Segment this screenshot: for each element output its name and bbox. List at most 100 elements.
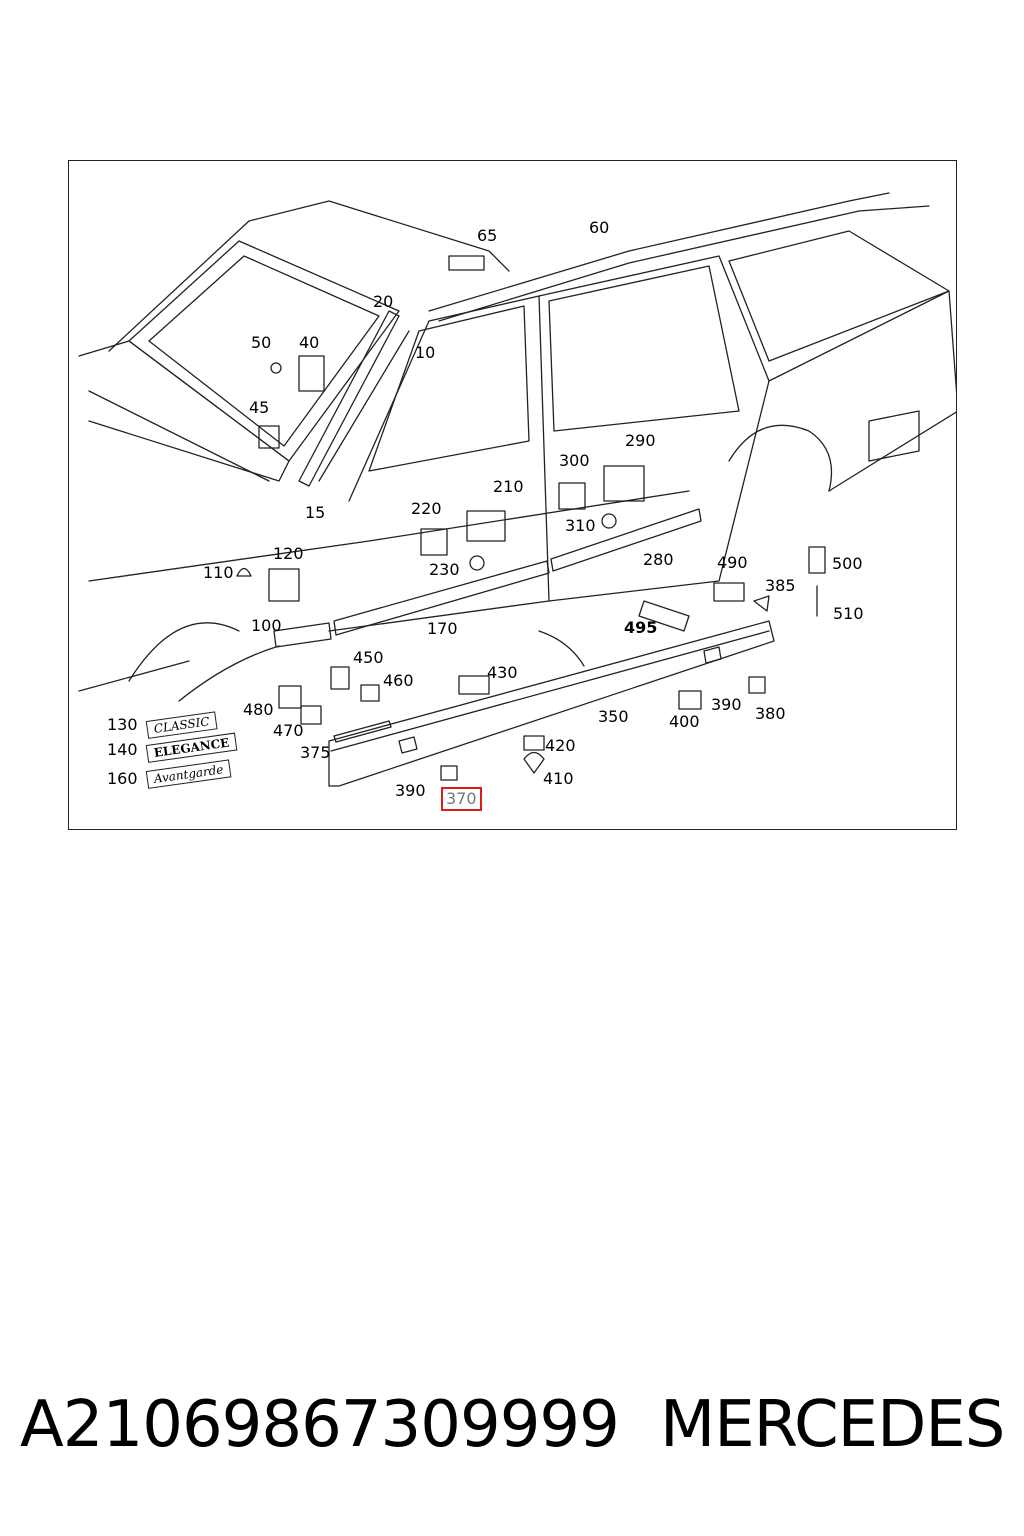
clip-430 xyxy=(458,675,490,695)
callout-label: 280 xyxy=(643,550,674,569)
front-door-window xyxy=(368,305,530,472)
clip-490 xyxy=(713,582,745,602)
clip-120 xyxy=(268,568,300,602)
callout-label: 230 xyxy=(429,560,460,579)
clip-220 xyxy=(420,528,448,556)
part-number: A21069867309999 xyxy=(20,1388,620,1462)
windshield-inner xyxy=(148,255,380,447)
clip-65 xyxy=(448,255,485,271)
moulding-170 xyxy=(333,560,550,636)
callout-label: 20 xyxy=(373,292,394,311)
callout-label: 160 xyxy=(107,769,138,788)
car-side-illustration xyxy=(78,192,956,787)
callout-label: 490 xyxy=(717,553,748,572)
arrow-100 xyxy=(178,645,280,702)
clip-385 xyxy=(753,595,770,612)
screw-230 xyxy=(469,555,485,571)
callout-label: 10 xyxy=(415,343,436,362)
a-pillar-moulding xyxy=(298,310,400,487)
callout-label: 390 xyxy=(395,781,426,800)
rear-door-window xyxy=(548,265,740,432)
roof-rail xyxy=(428,192,890,312)
parts-diagram: 65 60 20 10 50 40 45 15 220 210 300 290 … xyxy=(68,160,957,830)
callout-label: 120 xyxy=(273,544,304,563)
brand-name: MERCEDES xyxy=(660,1388,1005,1462)
callout-label: 510 xyxy=(833,604,864,623)
callout-label: 385 xyxy=(765,576,796,595)
callout-label: 470 xyxy=(273,721,304,740)
callout-label: 40 xyxy=(299,333,320,352)
roof-rail-inner xyxy=(438,205,930,322)
clip-300 xyxy=(558,482,586,510)
footer: A21069867309999 MERCEDES xyxy=(0,1380,1024,1470)
callout-label: 45 xyxy=(249,398,270,417)
callout-label: 110 xyxy=(203,563,234,582)
callout-label: 430 xyxy=(487,663,518,682)
clip-400 xyxy=(678,690,702,710)
clip-50 xyxy=(270,362,282,374)
fender-line xyxy=(78,660,190,692)
clip-380 xyxy=(748,676,766,694)
callout-label: 500 xyxy=(832,554,863,573)
callout-label: 375 xyxy=(300,743,331,762)
clip-45 xyxy=(258,425,280,449)
a-pillar-moulding-2 xyxy=(318,330,410,482)
callout-label: 390 xyxy=(711,695,742,714)
callout-label: 60 xyxy=(589,218,610,237)
moulding-100 xyxy=(273,622,332,648)
callout-label: 300 xyxy=(559,451,590,470)
callout-label: 310 xyxy=(565,516,596,535)
sill-insert-2 xyxy=(703,646,722,664)
body-side-line xyxy=(88,490,690,582)
callout-label: 410 xyxy=(543,769,574,788)
clip-210 xyxy=(466,510,506,542)
clip-460 xyxy=(360,684,380,702)
screw-310 xyxy=(601,513,617,529)
clip-495 xyxy=(638,600,690,632)
callout-label: 480 xyxy=(243,700,274,719)
roof-outline xyxy=(108,200,510,352)
clip-290 xyxy=(603,465,645,502)
callout-label: 170 xyxy=(427,619,458,638)
callout-label: 380 xyxy=(755,704,786,723)
rear-quarter xyxy=(768,290,956,492)
sill-insert xyxy=(398,736,418,754)
clip-500 xyxy=(808,546,826,574)
hood-line xyxy=(88,390,270,482)
callout-label-highlighted: 370 xyxy=(441,787,482,811)
rear-wheel-arch xyxy=(728,424,833,492)
front-door-outline xyxy=(328,295,550,632)
taillight xyxy=(868,410,920,462)
callout-label: 420 xyxy=(545,736,576,755)
trim-strip xyxy=(333,720,392,743)
callout-label: 350 xyxy=(598,707,629,726)
sill-panel-edge xyxy=(330,630,770,752)
rear-window xyxy=(728,230,950,362)
callout-label: 50 xyxy=(251,333,272,352)
moulding-280 xyxy=(550,508,702,572)
callout-label: 290 xyxy=(625,431,656,450)
clip-420 xyxy=(523,735,545,751)
sill-panel xyxy=(328,620,775,787)
callout-label: 140 xyxy=(107,740,138,759)
callout-label: 100 xyxy=(251,616,282,635)
cap-370 xyxy=(440,765,458,781)
clip-40 xyxy=(298,355,325,392)
callout-label: 220 xyxy=(411,499,442,518)
callout-label: 400 xyxy=(669,712,700,731)
callout-label: 210 xyxy=(493,477,524,496)
callout-label: 450 xyxy=(353,648,384,667)
clip-480 xyxy=(278,685,302,709)
callout-label: 130 xyxy=(107,715,138,734)
clip-410 xyxy=(523,751,545,774)
arrow-350 xyxy=(538,630,585,667)
hood xyxy=(78,340,290,482)
callout-label: 15 xyxy=(305,503,326,522)
clip-110 xyxy=(236,567,252,577)
callout-label: 65 xyxy=(477,226,498,245)
callout-label: 495 xyxy=(624,618,658,637)
clip-470 xyxy=(300,705,322,725)
front-wheel-arch xyxy=(128,622,240,682)
callout-label: 460 xyxy=(383,671,414,690)
clip-450 xyxy=(330,666,350,690)
